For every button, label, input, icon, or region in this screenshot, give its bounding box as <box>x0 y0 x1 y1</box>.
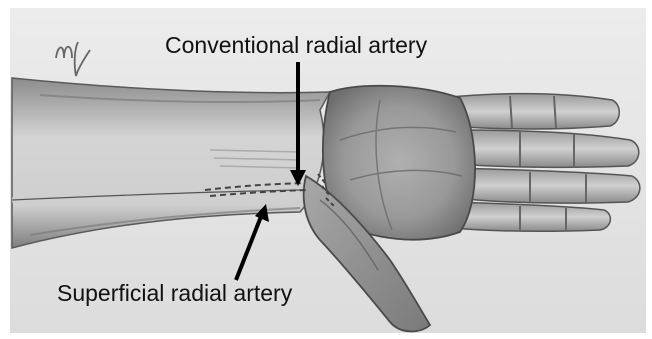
forearm <box>12 78 330 248</box>
signature <box>56 42 90 76</box>
conventional-radial-artery-label: Conventional radial artery <box>165 34 427 57</box>
arrow-up-right-icon <box>236 204 269 280</box>
superficial-radial-artery-label: Superficial radial artery <box>57 282 292 305</box>
